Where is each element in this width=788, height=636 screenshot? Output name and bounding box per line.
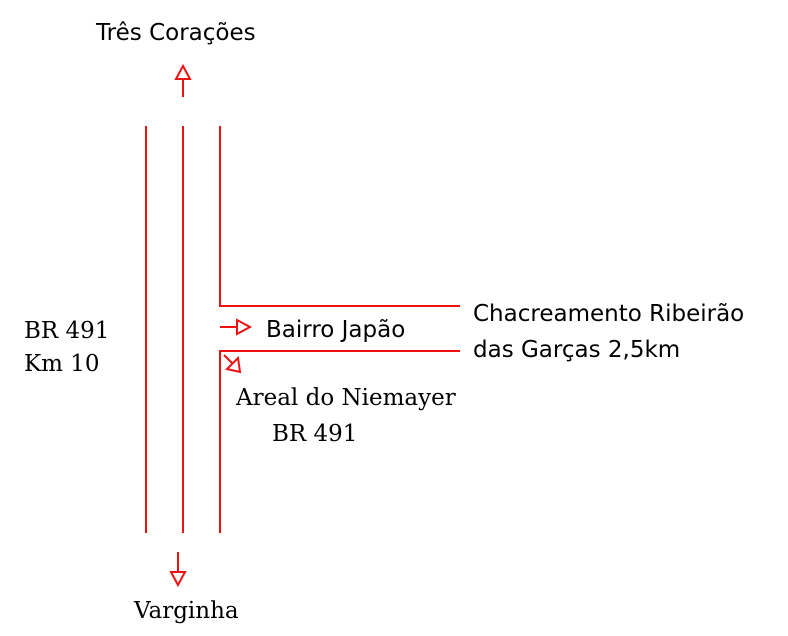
highway-right-edge-upper-line <box>219 126 460 307</box>
destination-north-label: Três Corações <box>96 20 256 46</box>
highway-name-label: BR 491 <box>24 318 110 344</box>
chacreamento-label-line1: Chacreamento Ribeirão <box>473 301 745 327</box>
areal-label-line1: Areal do Niemayer <box>236 385 456 411</box>
south-arrow-icon <box>169 571 187 588</box>
areal-arrow-icon <box>225 355 242 374</box>
highway-km-label: Km 10 <box>24 351 100 377</box>
areal-label-line2: BR 491 <box>272 421 358 447</box>
bairro-japao-label: Bairro Japão <box>266 317 406 343</box>
north-arrow-icon <box>174 63 192 80</box>
bairro-arrow-icon <box>236 318 253 336</box>
destination-south-label: Varginha <box>134 598 239 624</box>
chacreamento-label-line2: das Garças 2,5km <box>473 337 681 363</box>
areal-arrow-shaft <box>223 354 234 365</box>
highway-right-edge-lower-line <box>219 350 460 533</box>
